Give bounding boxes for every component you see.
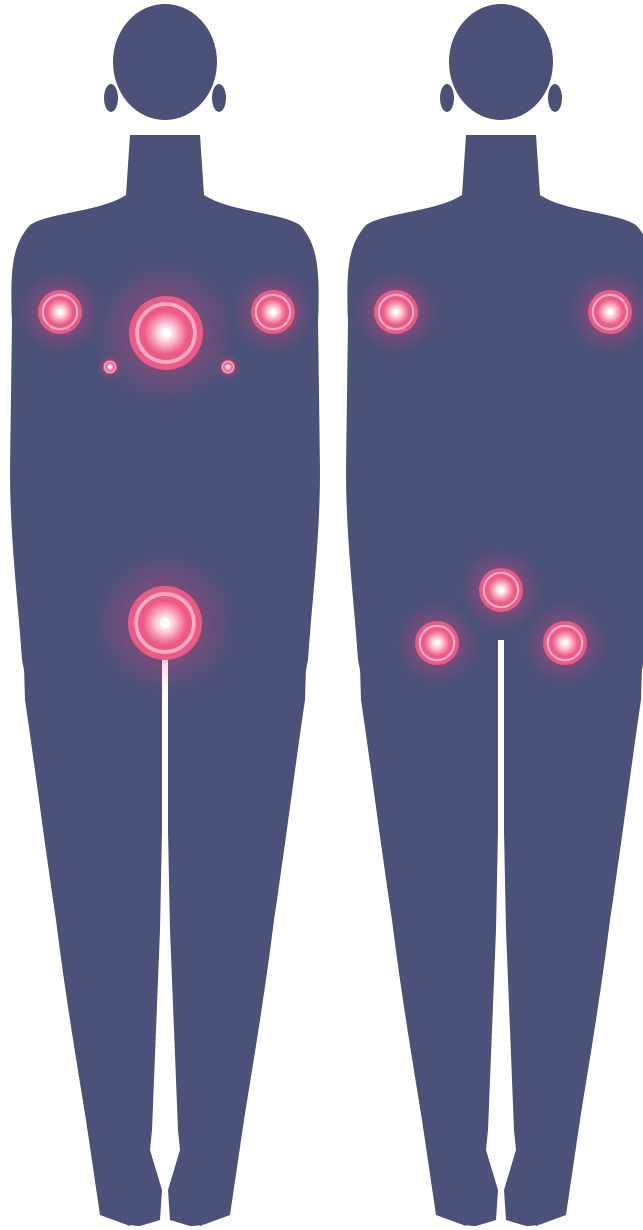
marker-left-shoulder [231,270,315,354]
marker-left-breast [215,354,242,381]
marker-right-shoulder [18,270,102,354]
marker-right-breast [97,354,124,381]
marker-lower-back [459,548,543,632]
marker-right-shoulder [354,270,438,354]
marker-pelvis [95,553,236,694]
leg-gap [162,640,168,1140]
marker-right-buttock [395,601,479,685]
leg-gap [498,640,504,1140]
marker-left-buttock [523,601,607,685]
marker-chest-center [96,263,237,404]
